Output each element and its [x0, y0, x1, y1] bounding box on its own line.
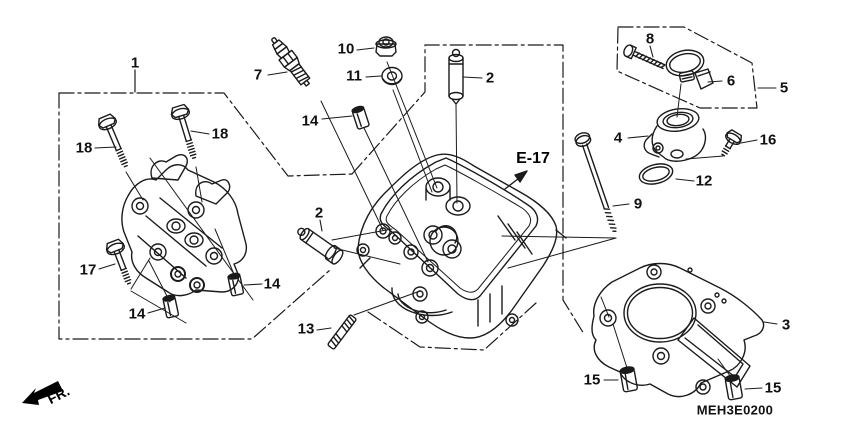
part-callout-5: 5 [779, 79, 789, 97]
cylinder-head-drawing [356, 153, 567, 339]
sealing-washer-11 [381, 66, 403, 86]
part-callout-12: 12 [695, 172, 713, 190]
part-callout-10: 10 [337, 40, 355, 58]
stud-bolt-13 [327, 314, 357, 350]
part-callout-13: 13 [297, 320, 315, 338]
part-callout-7: 7 [253, 66, 263, 84]
flange-bolt-16 [721, 129, 742, 157]
part-callout-11: 11 [346, 67, 362, 85]
spark-plug [271, 37, 311, 87]
part-callout-16: 16 [759, 131, 777, 149]
part-callout-17: 17 [79, 261, 97, 279]
diagram-code: MEH3E0200 [696, 402, 774, 418]
part-callout-8: 8 [645, 30, 655, 48]
part-callout-3: 3 [781, 316, 791, 334]
carburetor-insulator-4 [643, 108, 707, 162]
part-callout-18: 18 [211, 125, 229, 143]
valve-guide-2-top [448, 48, 464, 105]
reference-page-label: E-17 [516, 150, 550, 167]
dowel-pin-15-right [724, 374, 743, 401]
flange-bolt-17 [105, 238, 132, 285]
cap-nut-10 [375, 36, 397, 57]
part-callout-14: 14 [128, 305, 146, 323]
part-callout-9: 9 [633, 195, 643, 213]
rocker-arm-assembly-drawing [121, 154, 248, 297]
part-callout-2: 2 [314, 204, 324, 222]
fr-direction-arrow-icon [22, 381, 63, 405]
stud-bolt-9 [574, 132, 617, 232]
part-callout-15: 15 [764, 379, 782, 397]
part-callout-14: 14 [263, 275, 281, 293]
e17-reference-arrow [504, 170, 528, 190]
part-callout-15: 15 [583, 371, 601, 389]
flange-bolt-18-left [98, 113, 128, 168]
part-callout-4: 4 [613, 129, 623, 147]
clamp-saddle-6 [694, 68, 714, 90]
label-leader-lines [94, 45, 778, 390]
cylinder-head-gasket-drawing [591, 262, 765, 398]
tube-clamp-band [665, 49, 705, 83]
knock-pin-14-right [227, 272, 245, 297]
valve-guide-2-left [297, 227, 344, 265]
part-callout-1: 1 [130, 54, 140, 72]
o-ring-12 [638, 163, 674, 185]
group-boundary-lines [58, 26, 758, 351]
knock-pin-14-top [351, 105, 370, 130]
part-callout-2: 2 [485, 69, 495, 87]
part-callout-14: 14 [301, 112, 319, 130]
part-callout-6: 6 [726, 72, 736, 90]
dowel-pin-15-left [619, 366, 638, 393]
knock-pin-14-mid [162, 294, 180, 319]
assembly-leader-lines [125, 61, 734, 381]
part-callout-18: 18 [75, 139, 93, 157]
tube-clamp-screw-8 [623, 44, 666, 70]
flange-bolt-18-right [170, 103, 197, 160]
